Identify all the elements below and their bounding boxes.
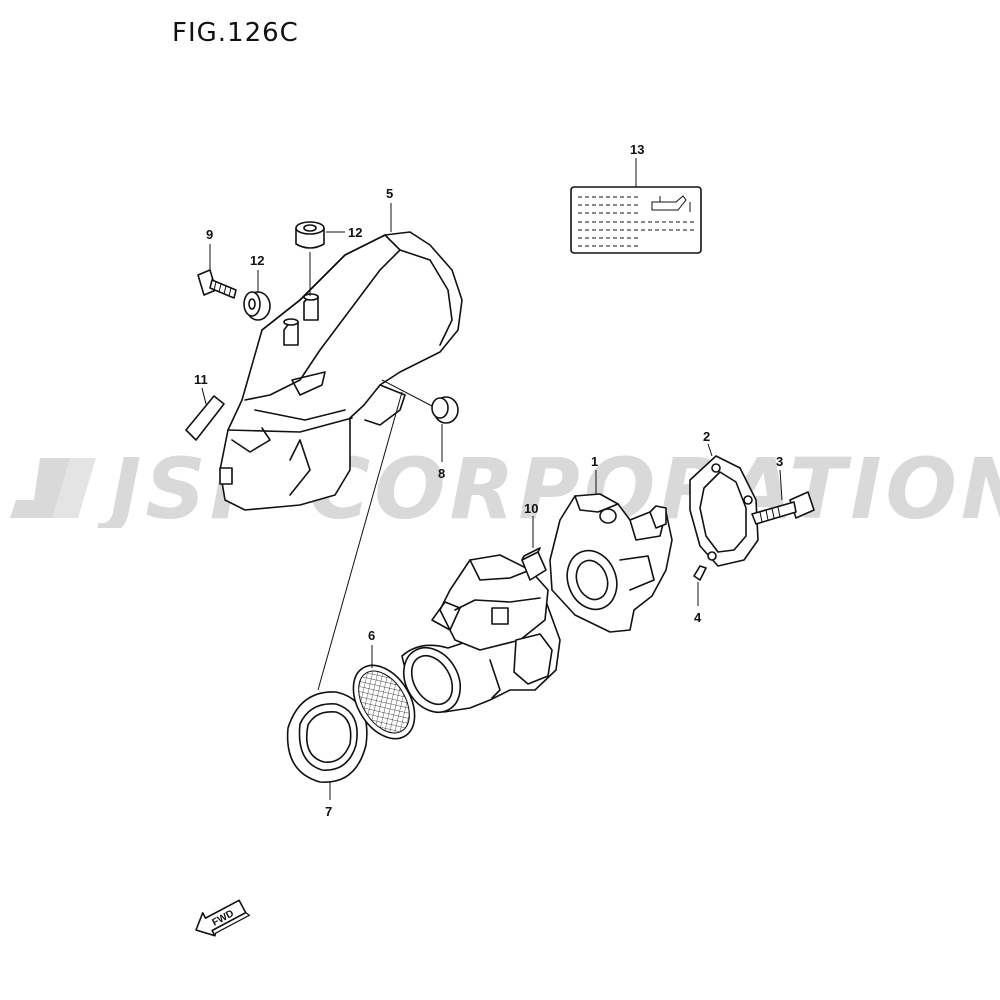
forward-arrow-label: FWD xyxy=(210,908,235,928)
part-13-label-sticker[interactable] xyxy=(570,158,702,254)
forward-arrow-icon: FWD xyxy=(195,899,251,937)
figure-title: FIG.126C xyxy=(172,18,299,48)
assembly-line xyxy=(317,391,403,691)
part-9-bolt[interactable] xyxy=(197,244,237,299)
part-4-pin[interactable] xyxy=(693,565,707,606)
throttle-body xyxy=(401,554,561,713)
part-7-joint[interactable] xyxy=(286,691,368,800)
callout-12-upper: 12 xyxy=(348,225,362,240)
part-6-screen[interactable] xyxy=(341,645,427,750)
callout-2: 2 xyxy=(703,429,710,444)
part-2-gasket[interactable] xyxy=(689,443,759,567)
part-5-silencer-case[interactable] xyxy=(219,203,463,511)
callout-11: 11 xyxy=(194,372,208,387)
part-10-cap[interactable] xyxy=(521,516,547,581)
oil-can-icon xyxy=(651,195,691,212)
part-1-manifold[interactable] xyxy=(549,470,673,633)
callout-4: 4 xyxy=(694,610,702,625)
callout-6: 6 xyxy=(368,628,375,643)
part-11-pad[interactable] xyxy=(185,387,225,441)
part-12-grommet-lower[interactable] xyxy=(243,270,271,321)
part-3-bolt[interactable] xyxy=(751,469,815,525)
callout-7: 7 xyxy=(325,804,332,819)
callout-8: 8 xyxy=(438,466,445,481)
part-8-grommet[interactable] xyxy=(381,379,459,462)
callout-12-lower: 12 xyxy=(250,253,264,268)
callout-10: 10 xyxy=(524,501,538,516)
callout-5: 5 xyxy=(386,186,393,201)
callout-9: 9 xyxy=(206,227,213,242)
callout-13: 13 xyxy=(630,142,644,157)
callout-3: 3 xyxy=(776,454,783,469)
part-12-grommet-upper[interactable] xyxy=(295,221,345,296)
callout-1: 1 xyxy=(591,454,598,469)
